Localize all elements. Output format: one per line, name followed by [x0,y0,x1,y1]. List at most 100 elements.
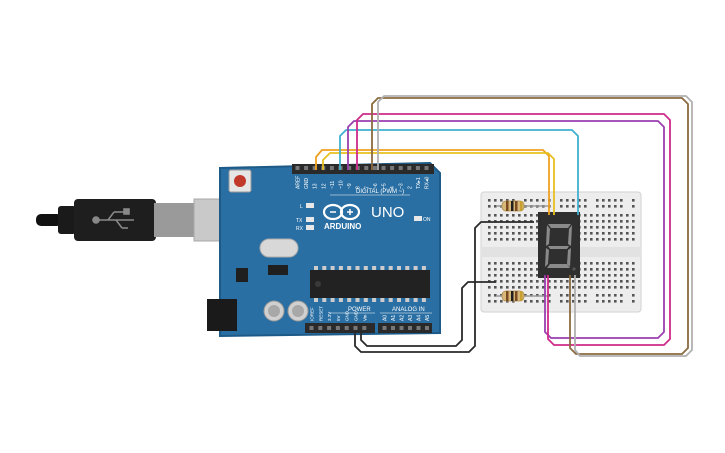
digital-pin[interactable] [312,166,317,170]
led-rx-label: RX [296,226,304,232]
power-pin-label: Vin [362,314,367,321]
usb-cable[interactable] [36,198,239,242]
segment-d [547,264,570,268]
usb-cable-strain-relief [36,214,62,226]
digital-pin[interactable] [415,166,420,170]
resistor-top[interactable] [496,200,549,212]
atmega-chip-pins [314,266,426,302]
led-tx-label: TX [296,218,303,224]
usb-plug-metal [154,203,194,237]
dc-power-jack [207,299,237,331]
power-pin-label: GND [354,310,359,321]
power-pin-label: IOREF [310,307,315,321]
analog-pin[interactable] [408,326,412,330]
usb-icon [92,208,134,229]
led-l-label: L [300,204,303,210]
digital-pin-label: TX▸1 [416,177,422,189]
digital-pin-label: 7 [364,186,370,189]
digital-pin[interactable] [407,166,412,170]
wire-black-top[interactable] [354,221,534,353]
segment-g [548,246,569,249]
analog-pin[interactable] [382,326,387,330]
digital-pin-label: 12 [321,183,327,189]
voltage-regulator [236,268,248,282]
model-label: UNO [371,204,404,221]
power-header [305,323,375,333]
digital-pin[interactable] [329,166,334,170]
power-pin[interactable] [318,326,323,330]
wire-gray[interactable] [377,95,693,357]
digital-pin[interactable] [398,166,403,170]
wires [315,95,693,357]
segment-e [545,248,549,267]
segment-b [568,225,572,246]
digital-pin[interactable] [364,166,369,170]
digital-pin-label: 8 [356,186,362,189]
digital-pin[interactable] [390,166,395,170]
power-pin[interactable] [309,326,314,330]
digital-pin-label: ~9 [347,183,353,189]
display-segments [545,224,572,268]
usb-cable-neck [58,206,76,234]
analog-label: ANALOG IN [392,307,425,313]
analog-header [378,323,432,333]
digital-pin-label: 4 [390,186,396,189]
digital-pin-label: ~10 [339,180,345,189]
regulator-chip [268,265,288,275]
wire-black-bottom[interactable] [360,281,496,347]
digital-pin-label: ~3 [399,183,405,189]
power-pin[interactable] [335,326,340,330]
digital-header [292,164,434,174]
digital-pin[interactable] [424,166,429,170]
segment-f [546,225,550,246]
power-pin-label: RESET [318,306,323,321]
digital-pin[interactable] [347,166,352,170]
resistor-bottom[interactable] [496,290,549,302]
analog-pin-label: A5 [425,315,431,321]
led-on-label: ON [423,217,431,223]
analog-pin-label: A3 [408,315,414,321]
digital-pin-label: GND [304,178,310,190]
led-on [414,216,422,221]
analog-pin[interactable] [399,326,404,330]
atmega-chip [310,270,430,298]
brand-label: ARDUINO [324,222,361,231]
segment-a [548,224,571,228]
power-pin-label: 5V [336,315,341,321]
segment-c [567,248,571,267]
digital-pin[interactable] [372,166,377,170]
wire-brown[interactable] [371,97,689,355]
reset-button-cap [234,175,246,187]
power-pin[interactable] [353,326,358,330]
analog-pin[interactable] [416,326,421,330]
analog-pin-label: A2 [400,315,406,321]
decimal-point [572,267,576,271]
digital-pin[interactable] [295,166,300,170]
digital-pin-label: AREF [296,176,302,189]
arduino-logo [322,203,361,221]
digital-pin[interactable] [304,166,309,170]
power-pin[interactable] [327,326,332,330]
led-tx [306,217,314,222]
power-pin-label: GND [345,310,350,321]
analog-pin[interactable] [391,326,395,330]
digital-pin[interactable] [381,166,386,170]
digital-pin-label: 2 [407,186,413,189]
wire-cyan[interactable] [339,129,579,215]
wire-yellow[interactable] [322,152,555,215]
digital-pin-label: RX◂0 [425,177,431,189]
analog-pin[interactable] [425,326,429,330]
seven-segment-display[interactable] [538,212,580,278]
wire-orange[interactable] [315,149,550,215]
digital-pin-label: ~11 [330,181,336,189]
power-pin[interactable] [344,326,349,330]
wire-magenta[interactable] [356,113,671,346]
power-pin[interactable] [362,326,367,330]
led-rx [306,225,314,230]
digital-pin-label: ~5 [382,183,388,189]
led-l [306,203,314,208]
